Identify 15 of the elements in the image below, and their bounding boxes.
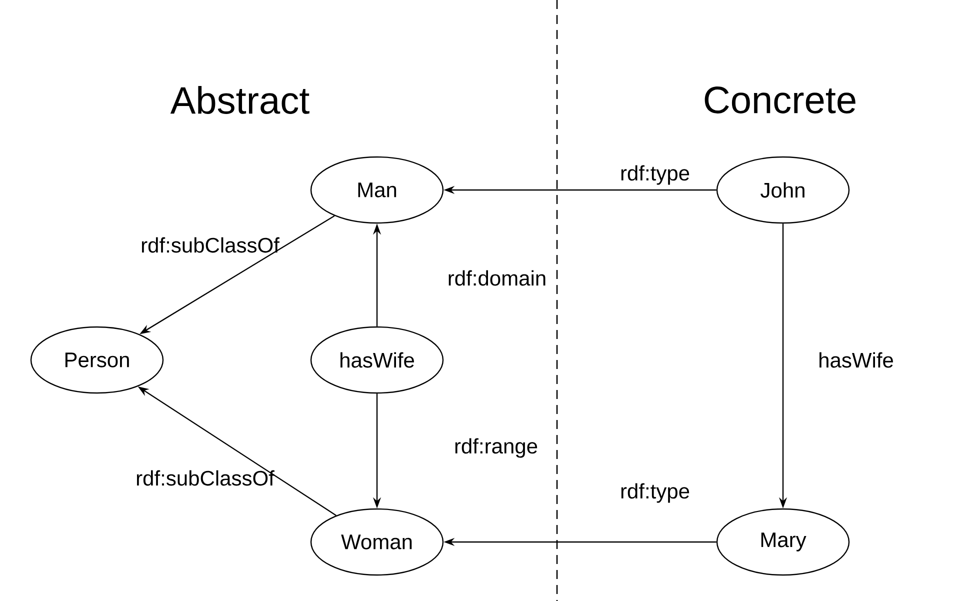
edge-label: rdf:domain xyxy=(448,270,546,286)
ellipse-node: Woman xyxy=(310,508,444,576)
edge-label: rdf:subClassOf xyxy=(136,470,274,486)
edge-label: rdf:type xyxy=(621,483,690,503)
ellipse-node: John xyxy=(716,156,850,224)
ellipse-node: Man xyxy=(310,156,444,224)
section-heading: Abstract xyxy=(170,86,310,114)
edge-label: hasWife xyxy=(820,352,893,368)
ellipse-node: hasWife xyxy=(310,326,444,394)
ellipse-node: Mary xyxy=(716,508,850,576)
edge-label: rdf:type xyxy=(621,165,690,185)
section-heading: Concrete xyxy=(704,86,856,114)
edge-label: rdf:subClassOf xyxy=(142,237,280,253)
edge-label: rdf:range xyxy=(455,438,538,458)
ellipse-node: Person xyxy=(30,326,164,394)
